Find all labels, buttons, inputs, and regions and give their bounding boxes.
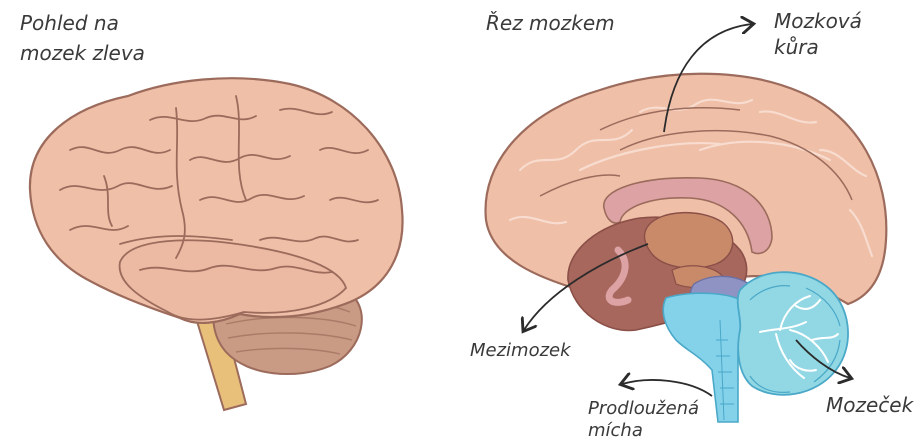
left-title-line1: Pohled na xyxy=(20,10,119,36)
thalamus xyxy=(645,213,733,268)
right-title: Řez mozkem xyxy=(486,10,615,36)
label-medulla-line1: Prodloužená xyxy=(588,398,699,420)
sagittal-brain-section xyxy=(486,74,887,422)
cerebellum-section xyxy=(738,272,848,395)
label-diencephalon: Mezimozek xyxy=(470,340,571,362)
left-title-line2: mozek zleva xyxy=(20,40,145,66)
arrow-medulla xyxy=(622,380,712,396)
label-medulla-line2: mícha xyxy=(588,420,643,442)
label-cerebellum: Mozeček xyxy=(826,392,913,418)
label-cortex-line2: kůra xyxy=(774,34,819,60)
lateral-brain-view xyxy=(30,78,403,410)
label-cortex-line1: Mozková xyxy=(774,8,862,34)
